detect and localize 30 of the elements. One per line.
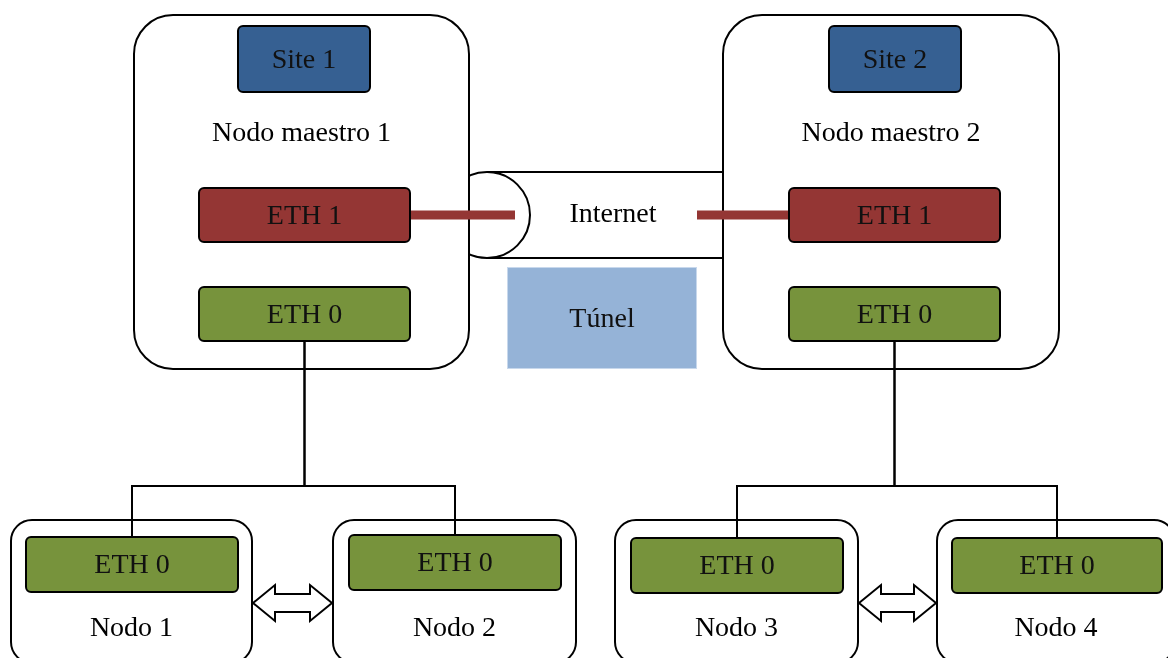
double-arrow — [857, 582, 938, 624]
cable-line — [411, 210, 515, 220]
cable-line — [697, 210, 788, 220]
node-title: Nodo maestro 2 — [800, 116, 982, 148]
interface-box: ETH 0 — [788, 286, 1001, 342]
interface-box: Site 2 — [828, 25, 962, 93]
node-frame — [722, 14, 1060, 370]
tube-label: Internet — [568, 197, 658, 229]
node-title: Nodo 2 — [411, 611, 498, 643]
interface-box: ETH 0 — [25, 536, 239, 593]
interface-box: ETH 0 — [198, 286, 411, 342]
interface-box: ETH 1 — [198, 187, 411, 243]
interface-box: Site 1 — [237, 25, 371, 93]
interface-box: ETH 0 — [951, 537, 1163, 594]
node-frame — [133, 14, 470, 370]
note-box: Túnel — [507, 267, 697, 369]
node-frame — [936, 519, 1168, 658]
interface-box: ETH 0 — [630, 537, 844, 594]
node-title: Nodo 1 — [88, 611, 175, 643]
node-title: Nodo maestro 1 — [211, 116, 392, 148]
connector-line — [303, 341, 456, 535]
node-frame — [614, 519, 859, 658]
node-title: Nodo 4 — [1013, 611, 1099, 643]
interface-box: ETH 0 — [348, 534, 562, 591]
node-frame — [10, 519, 253, 658]
double-arrow — [251, 582, 334, 624]
node-title: Nodo 3 — [693, 611, 780, 643]
connector-line — [893, 341, 1058, 538]
interface-box: ETH 1 — [788, 187, 1001, 243]
node-frame — [332, 519, 577, 658]
